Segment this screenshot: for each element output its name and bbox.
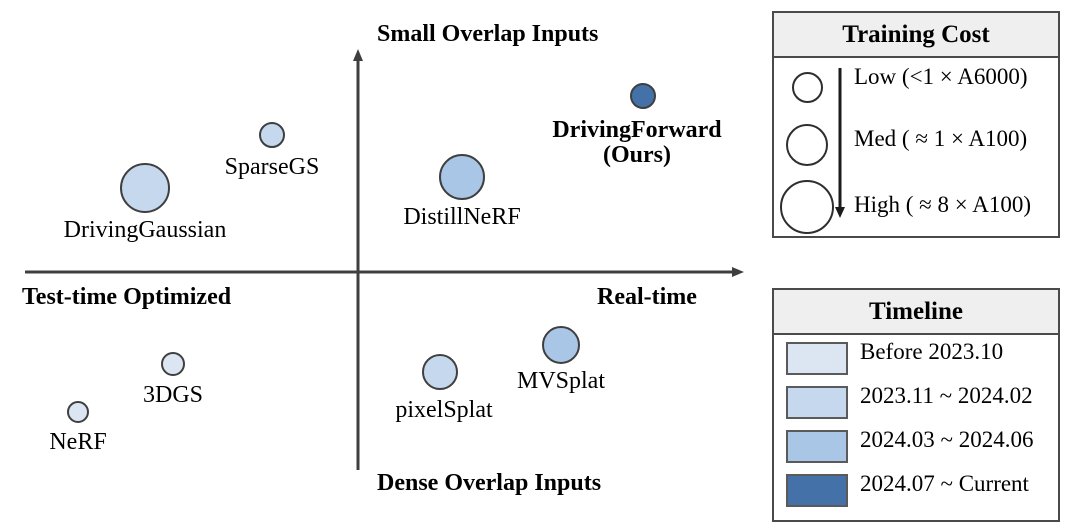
- legend-cost-label-high: High ( ≈ 8 × A100): [854, 192, 1032, 217]
- legend-timeline-label-0: Before 2023.10: [860, 339, 1004, 364]
- bubble-drivingforward-ours[interactable]: [630, 83, 656, 109]
- point-label-pixelsplat: pixelSplat: [395, 397, 493, 423]
- legend-timeline-row-2[interactable]: 2024.03 ~ 2024.06: [774, 427, 1058, 472]
- axis-label-bottom: Dense Overlap Inputs: [377, 470, 602, 496]
- bubble-pixelsplat[interactable]: [422, 354, 458, 390]
- legend-timeline-title: Timeline: [774, 290, 1058, 335]
- bubble-nerf[interactable]: [67, 401, 89, 423]
- point-label-distillnerf: DistillNeRF: [403, 204, 521, 230]
- legend-cost-label-med: Med ( ≈ 1 × A100): [854, 126, 1028, 151]
- point-label-sparsegs: SparseGS: [224, 154, 320, 180]
- point-label-drivingforward-ours: DrivingForward (Ours): [552, 117, 722, 169]
- point-label-3dgs: 3DGS: [142, 382, 204, 408]
- legend-cost-row-med[interactable]: Med ( ≈ 1 × A100): [774, 116, 1058, 176]
- legend-cost-row-low[interactable]: Low (<1 × A6000): [774, 58, 1058, 118]
- bubble-mvsplat[interactable]: [542, 326, 580, 364]
- axis-label-right: Real-time: [597, 284, 697, 310]
- bubble-drivinggaussian[interactable]: [120, 163, 170, 213]
- timeline-swatch-before-2023-10: [786, 342, 848, 375]
- cost-circle-high: [780, 180, 834, 234]
- legend-timeline-row-3[interactable]: 2024.07 ~ Current: [774, 471, 1058, 516]
- bubble-distillnerf[interactable]: [439, 154, 485, 200]
- legend-cost-row-high[interactable]: High ( ≈ 8 × A100): [774, 176, 1058, 236]
- cost-circle-low: [792, 72, 823, 103]
- chart-axes: [25, 49, 744, 470]
- legend-timeline-label-2: 2024.03 ~ 2024.06: [860, 427, 1034, 452]
- point-label-drivingforward-line2: (Ours): [603, 142, 671, 169]
- point-label-mvsplat: MVSplat: [516, 368, 606, 394]
- bubble-sparsegs[interactable]: [259, 122, 285, 148]
- timeline-swatch-2023-11-2024-02: [786, 386, 848, 419]
- point-label-nerf: NeRF: [49, 429, 107, 455]
- cost-increase-arrow-icon: [835, 68, 845, 218]
- cost-circle-med: [786, 124, 828, 166]
- legend-timeline: Timeline Before 2023.10 2023.11 ~ 2024.0…: [772, 288, 1060, 522]
- axis-label-left: Test-time Optimized: [22, 284, 232, 310]
- legend-training-cost: Training Cost Low (<1 × A6000) Med ( ≈ 1…: [772, 11, 1060, 238]
- timeline-swatch-2024-07-current: [786, 474, 848, 507]
- legend-training-cost-body: Low (<1 × A6000) Med ( ≈ 1 × A100) High …: [774, 58, 1058, 238]
- timeline-swatch-2024-03-2024-06: [786, 430, 848, 463]
- quadrant-chart: Small Overlap Inputs Test-time Optimized…: [22, 21, 744, 496]
- legend-timeline-row-0[interactable]: Before 2023.10: [774, 339, 1058, 384]
- bubble-3dgs[interactable]: [161, 352, 185, 376]
- legend-timeline-label-3: 2024.07 ~ Current: [860, 471, 1029, 496]
- legend-timeline-body: Before 2023.10 2023.11 ~ 2024.02 2024.03…: [774, 335, 1058, 521]
- point-label-drivingforward-line1: DrivingForward: [552, 117, 722, 143]
- point-label-drivinggaussian: DrivingGaussian: [63, 217, 227, 243]
- legend-training-cost-title: Training Cost: [774, 13, 1058, 58]
- legend-cost-label-low: Low (<1 × A6000): [854, 64, 1028, 89]
- legend-timeline-row-1[interactable]: 2023.11 ~ 2024.02: [774, 383, 1058, 428]
- axis-label-top: Small Overlap Inputs: [377, 21, 599, 47]
- legend-timeline-label-1: 2023.11 ~ 2024.02: [860, 383, 1033, 408]
